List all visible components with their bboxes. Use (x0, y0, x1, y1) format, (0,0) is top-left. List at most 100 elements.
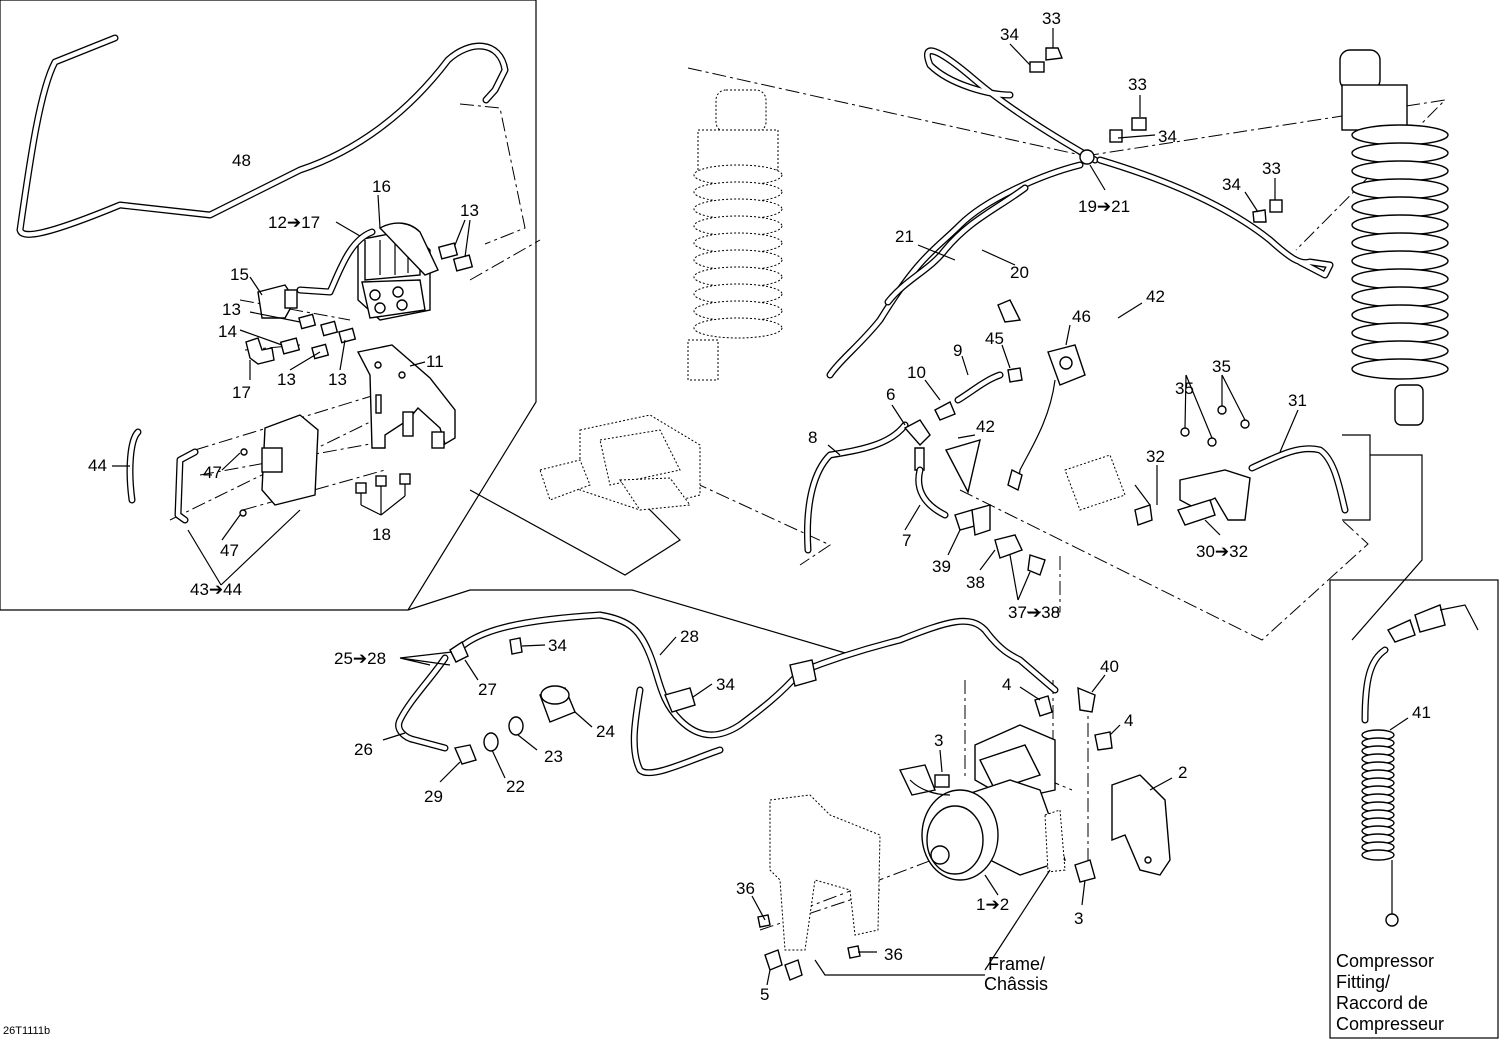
label-32: 32 (1146, 447, 1165, 466)
label-17: 17 (232, 383, 251, 402)
spring-coil (693, 317, 783, 339)
label-34d: 34 (548, 636, 567, 655)
label-42a: 42 (1146, 287, 1165, 306)
connector-15 (257, 284, 298, 319)
label-12-17: 12➔17 (268, 213, 320, 232)
label-34a: 34 (1000, 25, 1019, 44)
label-46: 46 (1072, 307, 1091, 326)
label-13b: 13 (222, 300, 241, 319)
label-43-44: 43➔44 (190, 580, 242, 599)
spring-coil (693, 300, 783, 322)
spring-coil (1351, 340, 1449, 362)
spring-coil (1351, 196, 1449, 218)
fittings-37-39 (954, 504, 1046, 576)
pressure-sensor-group (803, 299, 1086, 554)
spring-coil (693, 181, 783, 203)
label-35b: 35 (1212, 357, 1231, 376)
label-3b: 3 (1074, 909, 1083, 928)
spring-coil (1351, 124, 1449, 146)
spring-coil (1351, 358, 1449, 380)
compressor-note-line3: Raccord de (1336, 993, 1428, 1013)
label-28: 28 (680, 627, 699, 646)
spring-coil (1351, 286, 1449, 308)
label-10: 10 (907, 363, 926, 382)
label-31: 31 (1288, 391, 1307, 410)
label-22: 22 (506, 777, 525, 796)
screws-18 (355, 473, 411, 505)
label-47b: 47 (220, 541, 239, 560)
spring-coil (1351, 304, 1449, 326)
label-20: 20 (1010, 263, 1029, 282)
label-48: 48 (232, 151, 251, 170)
label-1-2: 1➔2 (976, 895, 1009, 914)
label-19-21: 19➔21 (1078, 197, 1130, 216)
valve-block-16 (296, 222, 439, 321)
compressor-note-line1: Compressor (1336, 951, 1434, 971)
label-9: 9 (953, 341, 962, 360)
air-compressor (898, 686, 1113, 883)
right-shock-absorber (1339, 49, 1449, 426)
label-33b: 33 (1128, 75, 1147, 94)
label-36b: 36 (884, 945, 903, 964)
strap-44 (126, 428, 199, 524)
label-16: 16 (372, 177, 391, 196)
compressor-note-line4: Compresseur (1336, 1014, 1444, 1034)
bracket-2 (1111, 774, 1171, 876)
clips-33-34 (1029, 47, 1283, 223)
module-43 (239, 414, 319, 517)
label-35a: 35 (1175, 379, 1194, 398)
label-13d: 13 (328, 370, 347, 389)
hose-assembly-19-21 (826, 47, 1334, 379)
label-8: 8 (808, 428, 817, 447)
frame-bracket (757, 794, 881, 981)
label-30-32: 30➔32 (1196, 542, 1248, 561)
label-13c: 13 (277, 370, 296, 389)
label-3a: 3 (934, 731, 943, 750)
label-15: 15 (230, 265, 249, 284)
label-44: 44 (88, 456, 107, 475)
label-23: 23 (544, 747, 563, 766)
label-18: 18 (372, 525, 391, 544)
leader-lines (112, 28, 1409, 986)
label-37-38: 37➔38 (1008, 603, 1060, 622)
spring-coil (1351, 178, 1449, 200)
spring-coil (693, 249, 783, 271)
label-2: 2 (1178, 763, 1187, 782)
compressor-inset-border (1329, 579, 1499, 1039)
callout-labels: 48 16 12➔17 13 15 13 14 17 13 13 11 44 4… (3, 9, 1444, 1037)
label-26: 26 (354, 740, 373, 759)
spring-coil (1351, 160, 1449, 182)
label-33c: 33 (1262, 159, 1281, 178)
label-5: 5 (760, 985, 769, 1004)
label-45: 45 (985, 329, 1004, 348)
label-42b: 42 (976, 417, 995, 436)
label-40: 40 (1100, 657, 1119, 676)
label-24: 24 (596, 722, 615, 741)
spring-coil (693, 215, 783, 237)
label-4a: 4 (1002, 675, 1011, 694)
label-38: 38 (966, 573, 985, 592)
left-shock-absorber (687, 89, 783, 381)
label-34c: 34 (1222, 175, 1241, 194)
label-4b: 4 (1124, 711, 1133, 730)
spring-coil (1361, 849, 1395, 861)
spring-coil (1351, 322, 1449, 344)
label-21: 21 (895, 227, 914, 246)
compressor-note-line2: Fitting/ (1336, 972, 1390, 992)
label-13a: 13 (460, 201, 479, 220)
spring-coil (693, 266, 783, 288)
label-27: 27 (478, 680, 497, 699)
compressor-fitting-41 (1361, 604, 1479, 927)
spring-coil (1351, 232, 1449, 254)
label-33a: 33 (1042, 9, 1061, 28)
label-34b: 34 (1158, 127, 1177, 146)
spring-coil (693, 283, 783, 305)
bracket-lines (407, 434, 1423, 656)
frame-note-line1: Frame/ (988, 954, 1045, 974)
spring-coil (1351, 142, 1449, 164)
reference-code: 26T1111b (3, 1025, 50, 1037)
spring-coil (1351, 250, 1449, 272)
label-36a: 36 (736, 879, 755, 898)
label-14: 14 (218, 322, 237, 341)
